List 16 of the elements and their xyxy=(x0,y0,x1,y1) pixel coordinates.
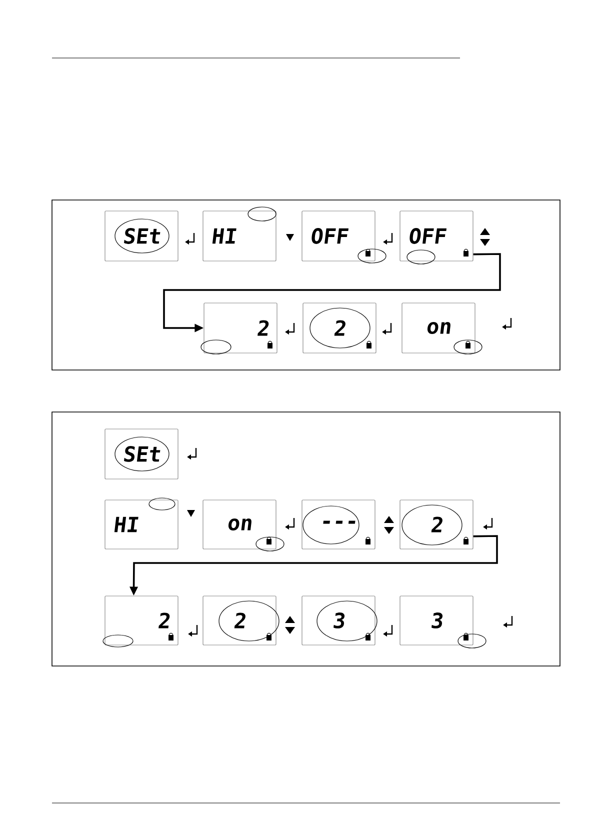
lcd-display: SEt xyxy=(104,428,178,480)
lcd-display: HI xyxy=(104,500,178,550)
lcd-display: HI xyxy=(202,210,276,262)
lcd-display: --- xyxy=(302,500,376,550)
lcd-display: 3 xyxy=(400,596,474,646)
lcd-display: 2 xyxy=(400,500,474,550)
lcd-display: 3 xyxy=(302,596,376,646)
lcd-display: SEt xyxy=(104,210,178,262)
lcd-display: 2 xyxy=(302,302,376,354)
lcd-display: 2 xyxy=(104,596,178,646)
lcd-display: OFF xyxy=(400,210,474,262)
lcd-display: 2 xyxy=(204,302,278,354)
lcd-display: 2 xyxy=(202,596,276,646)
lcd-display: on xyxy=(202,500,276,550)
lcd-display: on xyxy=(402,302,476,354)
lcd-display: OFF xyxy=(302,210,376,262)
